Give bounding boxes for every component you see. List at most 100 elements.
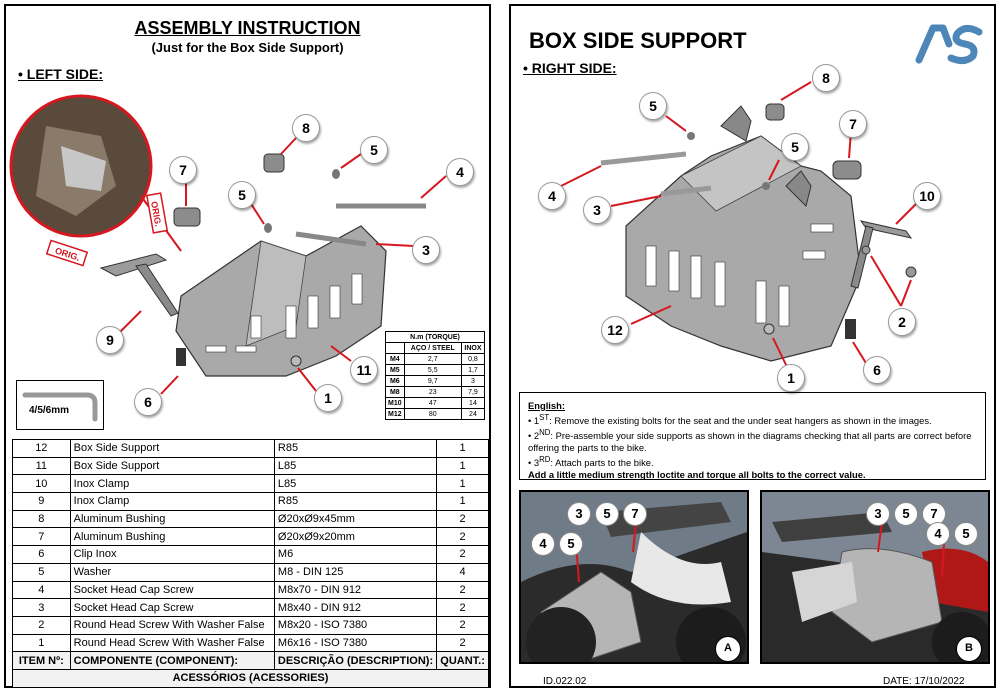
header-component: COMPONENTE (COMPONENT): bbox=[69, 651, 275, 670]
parts-cell-description: M6x16 - ISO 7380 bbox=[273, 633, 438, 653]
parts-cell-description: L85 bbox=[273, 456, 438, 476]
callout-1: 1 bbox=[777, 364, 805, 392]
parts-cell-item: 4 bbox=[12, 580, 71, 600]
photo-a-callout-5: 5 bbox=[595, 502, 619, 526]
photo-b: 3 5 7 4 5 B bbox=[760, 490, 990, 664]
parts-cell-qty: 2 bbox=[436, 633, 489, 653]
photo-b-callout-3: 3 bbox=[866, 502, 890, 526]
parts-cell-component: Clip Inox bbox=[69, 545, 275, 564]
parts-cell-component: Box Side Support bbox=[69, 439, 275, 458]
inox-clamp-part bbox=[850, 220, 913, 289]
callout-7: 7 bbox=[169, 156, 197, 184]
parts-cell-description: Ø20xØ9x20mm bbox=[273, 527, 438, 547]
torque-title: N.m (TORQUE) bbox=[385, 331, 485, 343]
parts-cell-item: 7 bbox=[12, 527, 71, 547]
callout-2: 2 bbox=[888, 308, 916, 336]
parts-cell-component: Box Side Support bbox=[69, 456, 275, 476]
callout-5-top: 5 bbox=[360, 136, 388, 164]
callout-12: 12 bbox=[601, 316, 629, 344]
orig-labels: ORIG. ORIG. bbox=[45, 192, 169, 267]
hardware-parts bbox=[600, 103, 917, 339]
parts-cell-item: 5 bbox=[12, 562, 71, 582]
parts-cell-component: Washer bbox=[69, 562, 275, 582]
orig-label-2: ORIG. bbox=[149, 200, 163, 227]
parts-cell-qty: 2 bbox=[436, 527, 489, 547]
parts-cell-component: Aluminum Bushing bbox=[69, 509, 275, 529]
parts-cell-description: M6 bbox=[273, 545, 438, 564]
callout-6: 6 bbox=[863, 356, 891, 384]
hardware-parts bbox=[173, 153, 426, 367]
parts-cell-description: M8 - DIN 125 bbox=[273, 562, 438, 582]
parts-cell-component: Round Head Screw With Washer False bbox=[69, 615, 275, 635]
photo-b-callout-5: 5 bbox=[894, 502, 918, 526]
hex-key-icon bbox=[22, 392, 98, 422]
parts-cell-component: Aluminum Bushing bbox=[69, 527, 275, 547]
parts-cell-item: 3 bbox=[12, 598, 71, 617]
box-side-support-part bbox=[625, 105, 862, 362]
torque-col-inox: INOX bbox=[460, 342, 486, 354]
left-side-label: • LEFT SIDE: bbox=[18, 66, 104, 82]
parts-cell-description: R85 bbox=[273, 492, 438, 511]
parts-cell-description: M8x40 - DIN 912 bbox=[273, 598, 438, 617]
assembly-subtitle: (Just for the Box Side Support) bbox=[151, 40, 344, 55]
parts-cell-item: 11 bbox=[12, 456, 71, 476]
instruction-step-2: • 2ND: Pre-assemble your side supports a… bbox=[528, 428, 972, 454]
torque-col-steel: AÇO / STEEL bbox=[403, 342, 462, 354]
callout-7: 7 bbox=[839, 110, 867, 138]
parts-footer: ACESSÓRIOS (ACESSORIES) bbox=[12, 668, 489, 688]
detail-magnifier bbox=[9, 94, 182, 252]
callout-11: 11 bbox=[350, 356, 378, 384]
parts-cell-description: M8x70 - DIN 912 bbox=[273, 580, 438, 600]
parts-cell-qty: 1 bbox=[436, 439, 489, 458]
photo-a-callout-3: 3 bbox=[567, 502, 591, 526]
parts-header-row: ITEM Nº: COMPONENTE (COMPONENT): DESCRIÇ… bbox=[12, 651, 489, 670]
inox-clamp-part bbox=[99, 253, 179, 317]
photo-a-callout-4: 4 bbox=[531, 532, 555, 556]
instructions-heading: English: bbox=[528, 400, 565, 411]
parts-cell-qty: 1 bbox=[436, 456, 489, 476]
left-panel: ASSEMBLY INSTRUCTION (Just for the Box S… bbox=[4, 4, 491, 688]
instructions-box: English: • 1ST: Remove the existing bolt… bbox=[519, 392, 986, 480]
as-logo-icon bbox=[915, 24, 983, 65]
instruction-note: Add a little medium strength loctite and… bbox=[528, 469, 866, 481]
callout-3: 3 bbox=[412, 236, 440, 264]
parts-cell-description: M8x20 - ISO 7380 bbox=[273, 615, 438, 635]
photo-b-callout-5b: 5 bbox=[954, 522, 978, 546]
parts-cell-component: Inox Clamp bbox=[69, 492, 275, 511]
assembly-title: ASSEMBLY INSTRUCTION bbox=[134, 18, 361, 38]
parts-cell-component: Socket Head Cap Screw bbox=[69, 598, 275, 617]
parts-cell-qty: 2 bbox=[436, 580, 489, 600]
callout-5-mid: 5 bbox=[781, 133, 809, 161]
parts-cell-description: R85 bbox=[273, 439, 438, 458]
box-side-support-part bbox=[175, 225, 387, 377]
parts-cell-qty: 2 bbox=[436, 509, 489, 529]
callout-3: 3 bbox=[583, 196, 611, 224]
parts-cell-qty: 1 bbox=[436, 492, 489, 511]
parts-cell-item: 10 bbox=[12, 474, 71, 494]
header-item: ITEM Nº: bbox=[12, 651, 71, 670]
parts-cell-qty: 2 bbox=[436, 615, 489, 635]
parts-cell-component: Round Head Screw With Washer False bbox=[69, 633, 275, 653]
right-exploded-diagram bbox=[560, 81, 917, 372]
instruction-step-3: • 3RD: Attach parts to the bike. bbox=[528, 455, 654, 469]
hex-key-label: 4/5/6mm bbox=[29, 405, 70, 416]
parts-cell-item: 8 bbox=[12, 509, 71, 529]
parts-footer-row: ACESSÓRIOS (ACESSORIES) bbox=[12, 668, 489, 688]
parts-cell-qty: 2 bbox=[436, 598, 489, 617]
document-date: DATE: 17/10/2022 bbox=[883, 676, 965, 687]
callout-6: 6 bbox=[134, 388, 162, 416]
